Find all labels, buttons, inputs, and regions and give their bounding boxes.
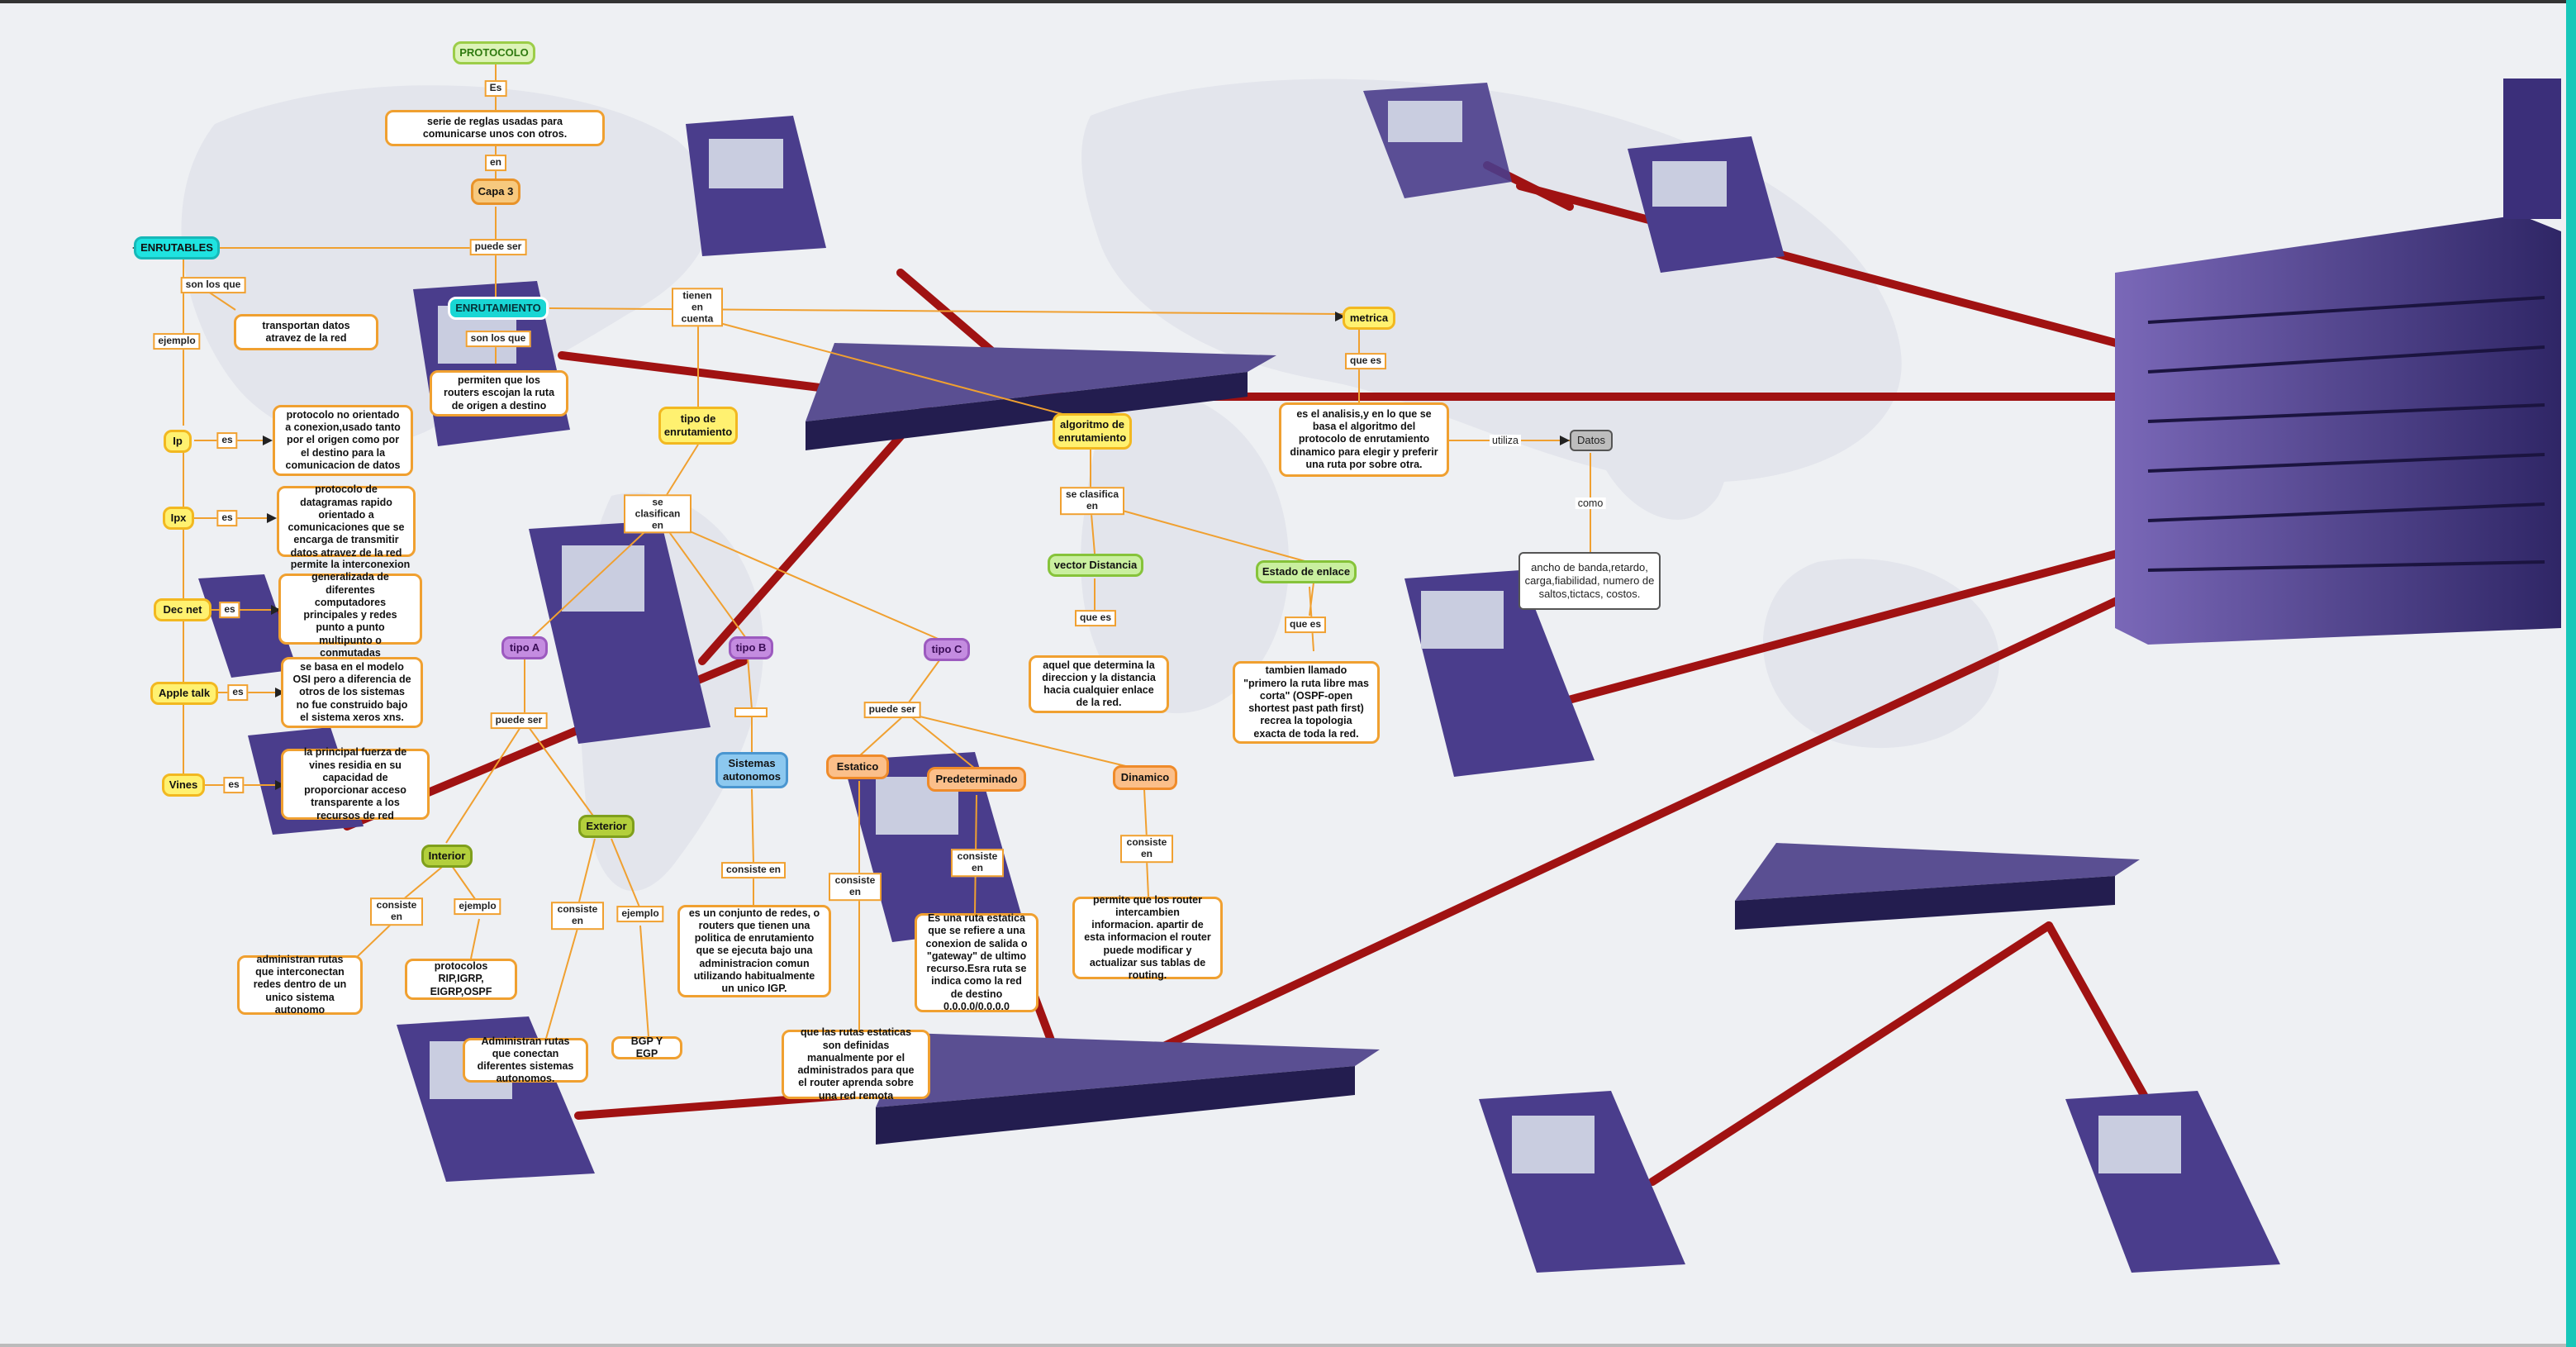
node-vector-desc[interactable]: aquel que determina la direccion y la di… (1029, 655, 1169, 713)
window-bottom-border (0, 1344, 2576, 1347)
node-predeterminado-desc[interactable]: Es una ruta estatica que se refiere a un… (915, 912, 1038, 1012)
link-puede-ser-a: puede ser (490, 712, 548, 729)
node-protocolo[interactable]: PROTOCOLO (453, 41, 535, 64)
link-ejemplo-interior: ejemplo (454, 898, 501, 915)
node-dec-net[interactable]: Dec net (154, 598, 211, 621)
link-consiste-en-dinamico: consiste en (1120, 835, 1173, 863)
node-interior[interactable]: Interior (421, 845, 473, 868)
node-analisis-metrica[interactable]: es el analisis,y en lo que se basa el al… (1279, 402, 1449, 477)
node-permiten-routers[interactable]: permiten que los routers escojan la ruta… (430, 370, 568, 416)
link-consiste-en-sistemas: consiste en (720, 862, 787, 878)
node-tipo-b[interactable]: tipo B (729, 636, 773, 659)
link-ejemplo: ejemplo (153, 333, 201, 350)
link-son-los-que: son los que (180, 277, 246, 293)
node-interior-desc[interactable]: administran rutas que interconectan rede… (237, 954, 363, 1016)
node-estatico-desc[interactable]: que las rutas estaticas son definidas ma… (782, 1026, 930, 1102)
link-en: en (484, 155, 507, 171)
node-enrutables[interactable]: ENRUTABLES (134, 236, 220, 259)
node-tipo-enrutamiento[interactable]: tipo de enrutamiento (658, 407, 738, 445)
link-que-es-metrica: que es (1344, 353, 1387, 369)
node-exterior-desc[interactable]: Administran rutas que conectan diferente… (463, 1035, 588, 1084)
node-ipx-desc[interactable]: protocolo de datagramas rapido orientado… (277, 483, 416, 559)
node-serie-reglas[interactable]: serie de reglas usadas para comunicarse … (385, 110, 605, 146)
link-es-ip: es (216, 432, 238, 449)
link-tipo-b-connector (734, 707, 768, 717)
window-top-border (0, 0, 2576, 3)
link-se-clasifica-en: se clasifica en (1060, 487, 1124, 515)
node-ip[interactable]: Ip (164, 430, 192, 453)
node-estatico[interactable]: Estatico (826, 754, 889, 779)
link-es-vines: es (223, 777, 245, 793)
node-dinamico[interactable]: Dinamico (1113, 765, 1177, 790)
node-predeterminado[interactable]: Predeterminado (927, 767, 1026, 792)
node-ancho-banda[interactable]: ancho de banda,retardo, carga,fiabilidad… (1519, 552, 1661, 610)
link-ejemplo-exterior: ejemplo (616, 906, 664, 922)
network-hardware (198, 79, 2561, 1273)
link-consiste-en-interior: consiste en (370, 897, 423, 926)
node-vines[interactable]: Vines (162, 773, 205, 797)
link-como: como (1575, 497, 1606, 509)
node-estado-enlace[interactable]: Estado de enlace (1256, 560, 1357, 583)
node-algoritmo[interactable]: algoritmo de enrutamiento (1053, 413, 1132, 450)
node-dinamico-desc[interactable]: permite que los router intercambien info… (1072, 894, 1223, 981)
node-vector-distancia[interactable]: vector Distancia (1048, 554, 1143, 577)
node-ip-desc[interactable]: protocolo no orientado a conexion,usado … (273, 405, 413, 476)
node-transportan-datos[interactable]: transportan datos atravez de la red (234, 314, 378, 350)
node-interior-ejemplo[interactable]: protocolos RIP,IGRP, EIGRP,OSPF (405, 959, 517, 1000)
link-es: Es (484, 80, 507, 97)
link-que-es-vector: que es (1074, 610, 1117, 626)
node-enrutamiento[interactable]: ENRUTAMIENTO (448, 297, 549, 320)
link-consiste-en-exterior: consiste en (551, 902, 604, 930)
link-son-los-que-2: son los que (465, 331, 531, 347)
node-exterior-ejemplo[interactable]: BGP Y EGP (611, 1035, 682, 1059)
vertical-scrollbar[interactable] (2566, 0, 2576, 1347)
node-metrica[interactable]: metrica (1343, 307, 1395, 330)
link-es-ipx: es (216, 510, 238, 526)
node-ipx[interactable]: Ipx (163, 507, 194, 530)
node-tipo-c[interactable]: tipo C (924, 638, 970, 661)
link-que-es-estado: que es (1284, 616, 1327, 633)
link-consiste-en-predeterminado: consiste en (951, 849, 1004, 877)
link-puede-ser-c: puede ser (863, 702, 921, 718)
node-tipo-a[interactable]: tipo A (501, 636, 548, 659)
node-dec-net-desc[interactable]: permite la interconexion generalizada de… (278, 559, 422, 659)
link-puede-ser: puede ser (469, 239, 527, 255)
node-sistemas-autonomos[interactable]: Sistemas autonomos (715, 752, 788, 788)
link-es-decnet: es (219, 602, 240, 618)
node-apple-talk[interactable]: Apple talk (150, 682, 218, 705)
node-apple-talk-desc[interactable]: se basa en el modelo OSI pero a diferenc… (281, 657, 423, 728)
link-utiliza: utiliza (1490, 435, 1521, 446)
link-se-clasifican-en: se clasifican en (624, 494, 692, 534)
node-estado-desc[interactable]: tambien llamado "primero la ruta libre m… (1233, 661, 1380, 744)
link-tienen-en-cuenta: tienen en cuenta (672, 288, 723, 327)
node-capa-3[interactable]: Capa 3 (471, 178, 520, 205)
link-consiste-en-estatico: consiste en (829, 873, 882, 901)
link-es-appletalk: es (227, 684, 249, 701)
node-exterior[interactable]: Exterior (578, 815, 634, 838)
node-sistemas-desc[interactable]: es un conjunto de redes, o routers que t… (677, 905, 831, 997)
node-datos[interactable]: Datos (1570, 430, 1613, 451)
node-vines-desc[interactable]: la principal fuerza de vines residia en … (281, 746, 430, 821)
